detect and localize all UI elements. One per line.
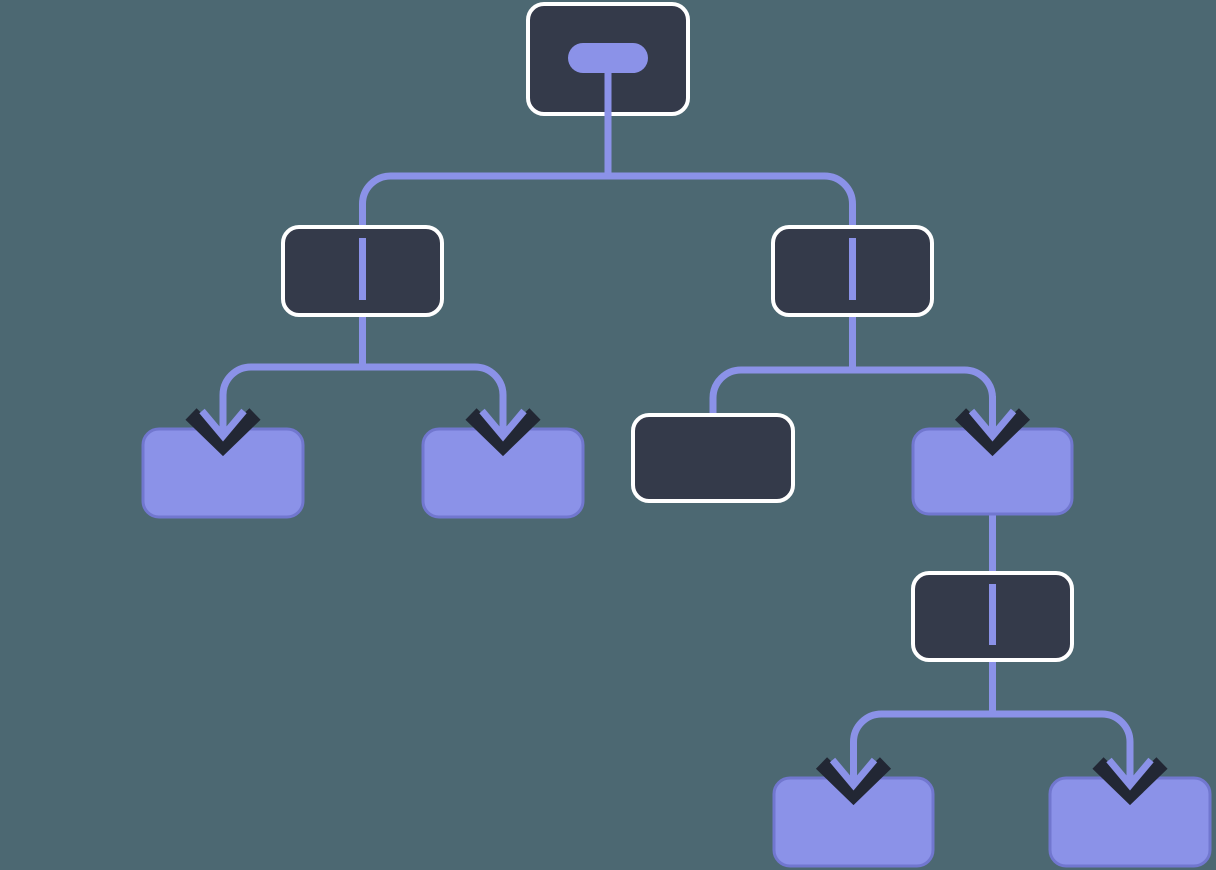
collapse-chevron-icon <box>185 408 261 457</box>
connector-line <box>608 172 856 240</box>
connector-arrowhead-icon <box>479 408 527 442</box>
connector-line <box>992 710 1134 783</box>
collapse-chevron-icon <box>815 757 892 806</box>
collapse-chevron-icon <box>465 408 541 457</box>
collapse-chevron-icon <box>954 408 1031 457</box>
node-layer <box>141 2 1212 868</box>
connector-line <box>362 363 507 434</box>
connector-arrowhead-icon <box>199 408 247 442</box>
connector-line <box>219 363 363 434</box>
connector-arrowhead-icon <box>968 408 1017 442</box>
connector-line <box>850 710 993 783</box>
collapse-chevron-icon <box>1092 757 1168 806</box>
connector-arrowhead-icon <box>829 757 878 791</box>
connector-line <box>709 366 853 425</box>
connector-arrowhead-icon <box>1106 757 1154 791</box>
plain-node[interactable] <box>631 413 795 503</box>
arrow-layer <box>185 396 1168 806</box>
decoration-layer <box>359 43 996 645</box>
connector-line <box>359 172 608 240</box>
